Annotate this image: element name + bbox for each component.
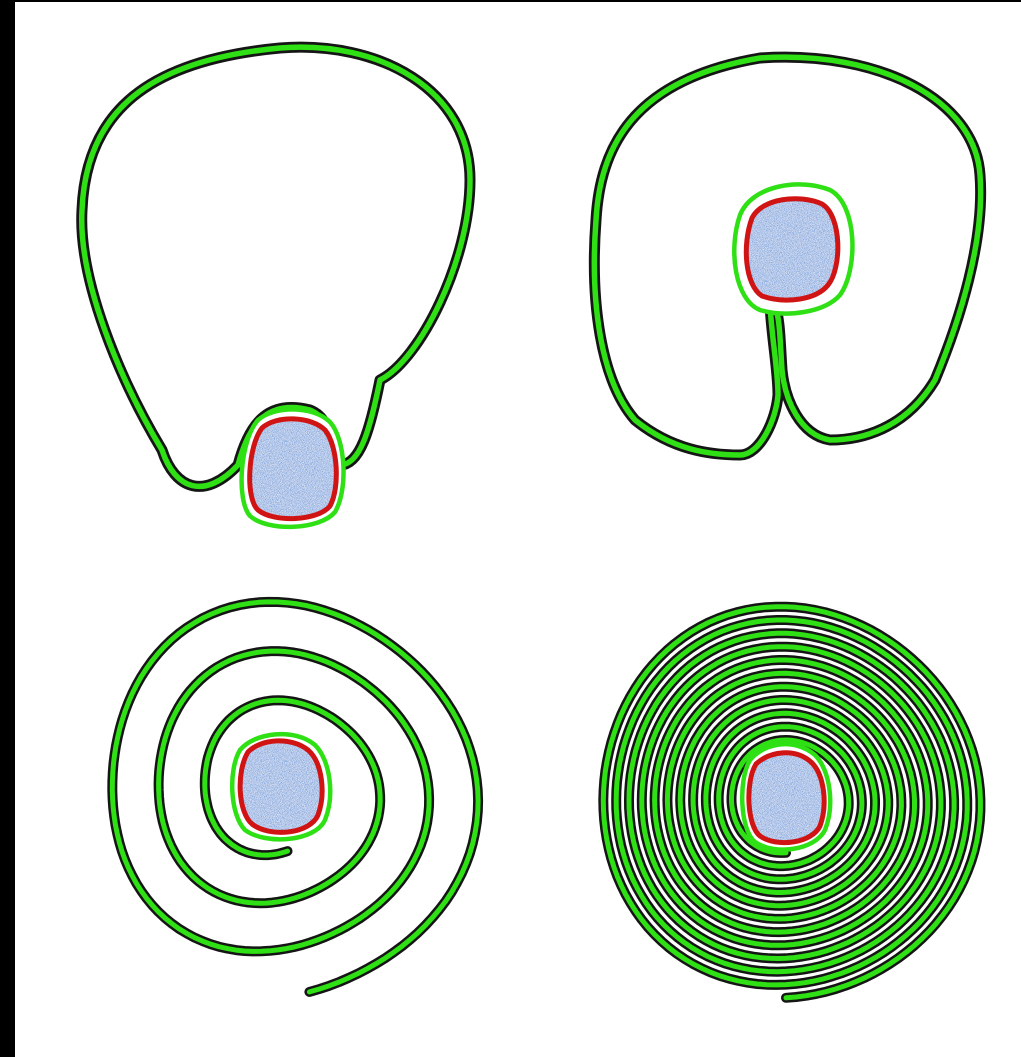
core-nucleus <box>250 419 337 519</box>
core-nucleus <box>746 199 838 300</box>
